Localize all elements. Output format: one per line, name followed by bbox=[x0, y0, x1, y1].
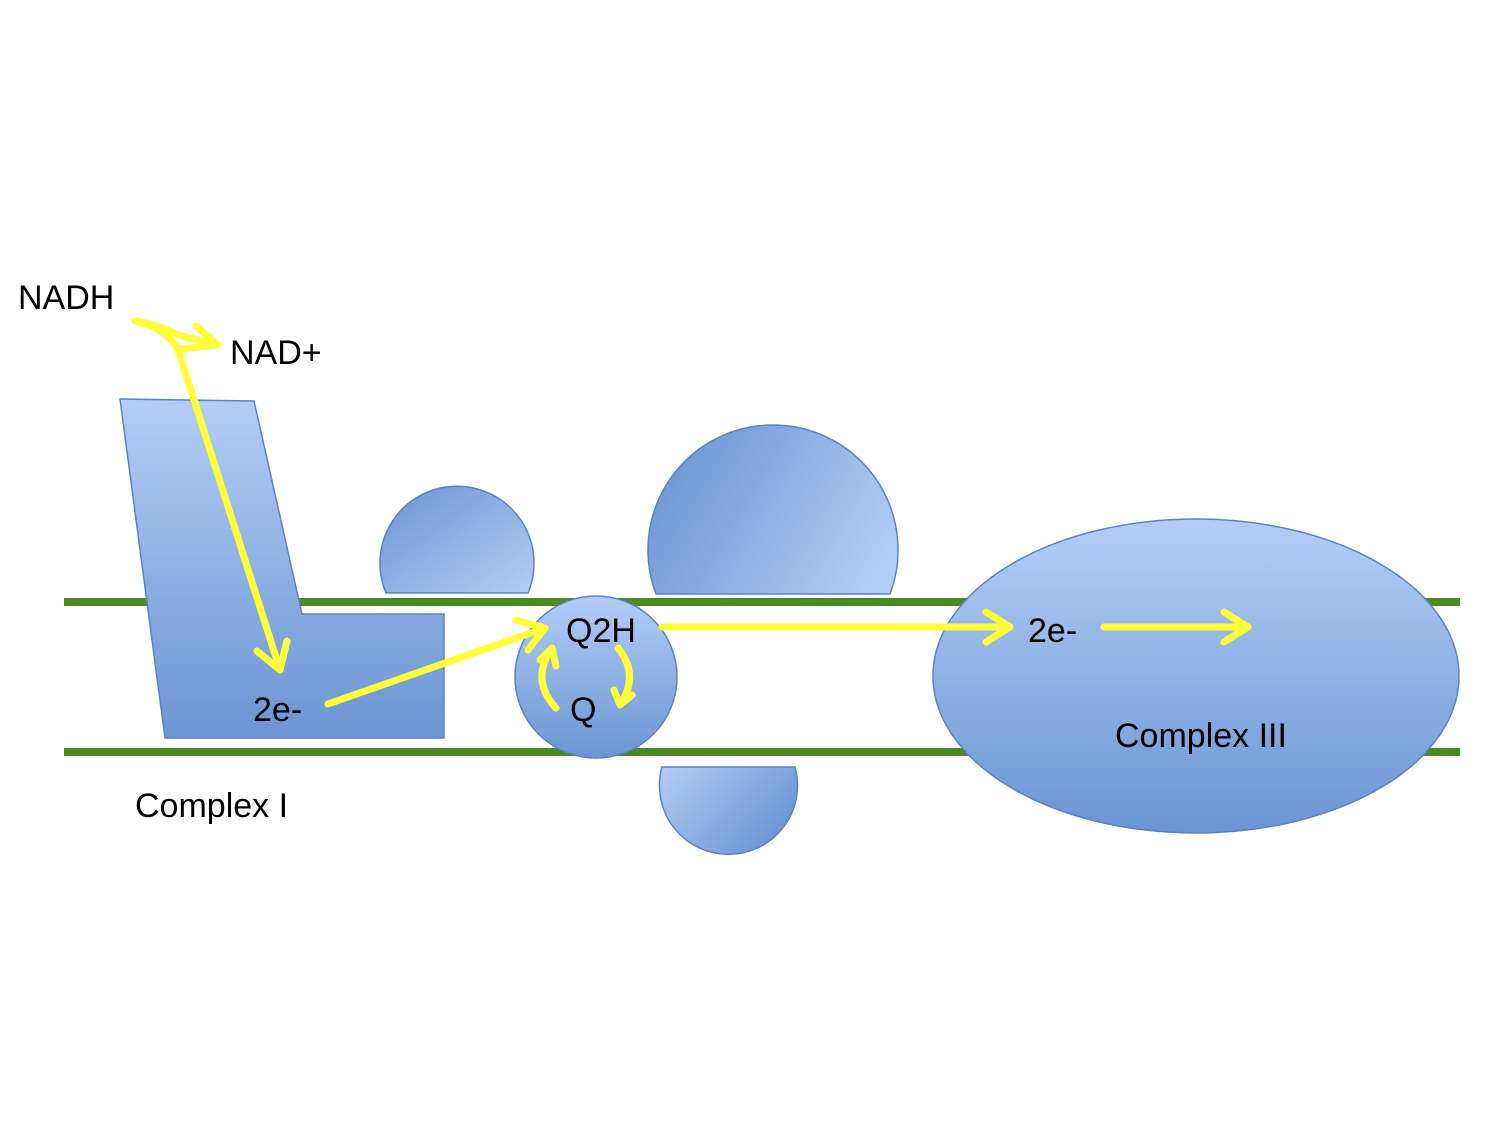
complex1-shape bbox=[119, 398, 445, 739]
complex3-electrons-label: 2e- bbox=[1028, 612, 1077, 650]
quinone-circle bbox=[514, 595, 678, 759]
nadh-to-2e-arrowhead bbox=[253, 637, 291, 674]
2e-to-q2h-arrow bbox=[324, 624, 549, 708]
q-label: Q bbox=[570, 691, 596, 729]
complex3-onward-arrowhead bbox=[1220, 608, 1252, 646]
complex3-label: Complex III bbox=[1115, 717, 1287, 755]
q2h-label: Q2H bbox=[566, 612, 636, 650]
complex3-ellipse bbox=[932, 518, 1460, 834]
large-dome-shape bbox=[647, 424, 899, 595]
nad-plus-label: NAD+ bbox=[230, 334, 322, 372]
nadh-to-nad-arrowhead bbox=[176, 322, 222, 353]
q-cycle-right-arrowhead bbox=[610, 686, 636, 709]
small-dome-shape bbox=[379, 485, 535, 594]
complex1-electrons-label: 2e- bbox=[253, 691, 302, 729]
lower-bowl-shape bbox=[658, 766, 799, 856]
2e-to-q2h-arrowhead bbox=[512, 616, 549, 654]
nadh-to-2e-arrow bbox=[131, 317, 284, 674]
q2h-to-complex3-arrowhead bbox=[982, 608, 1014, 646]
nadh-label: NADH bbox=[18, 279, 114, 317]
complex1-label: Complex I bbox=[135, 787, 288, 825]
q-cycle-left-arrowhead bbox=[536, 644, 560, 670]
